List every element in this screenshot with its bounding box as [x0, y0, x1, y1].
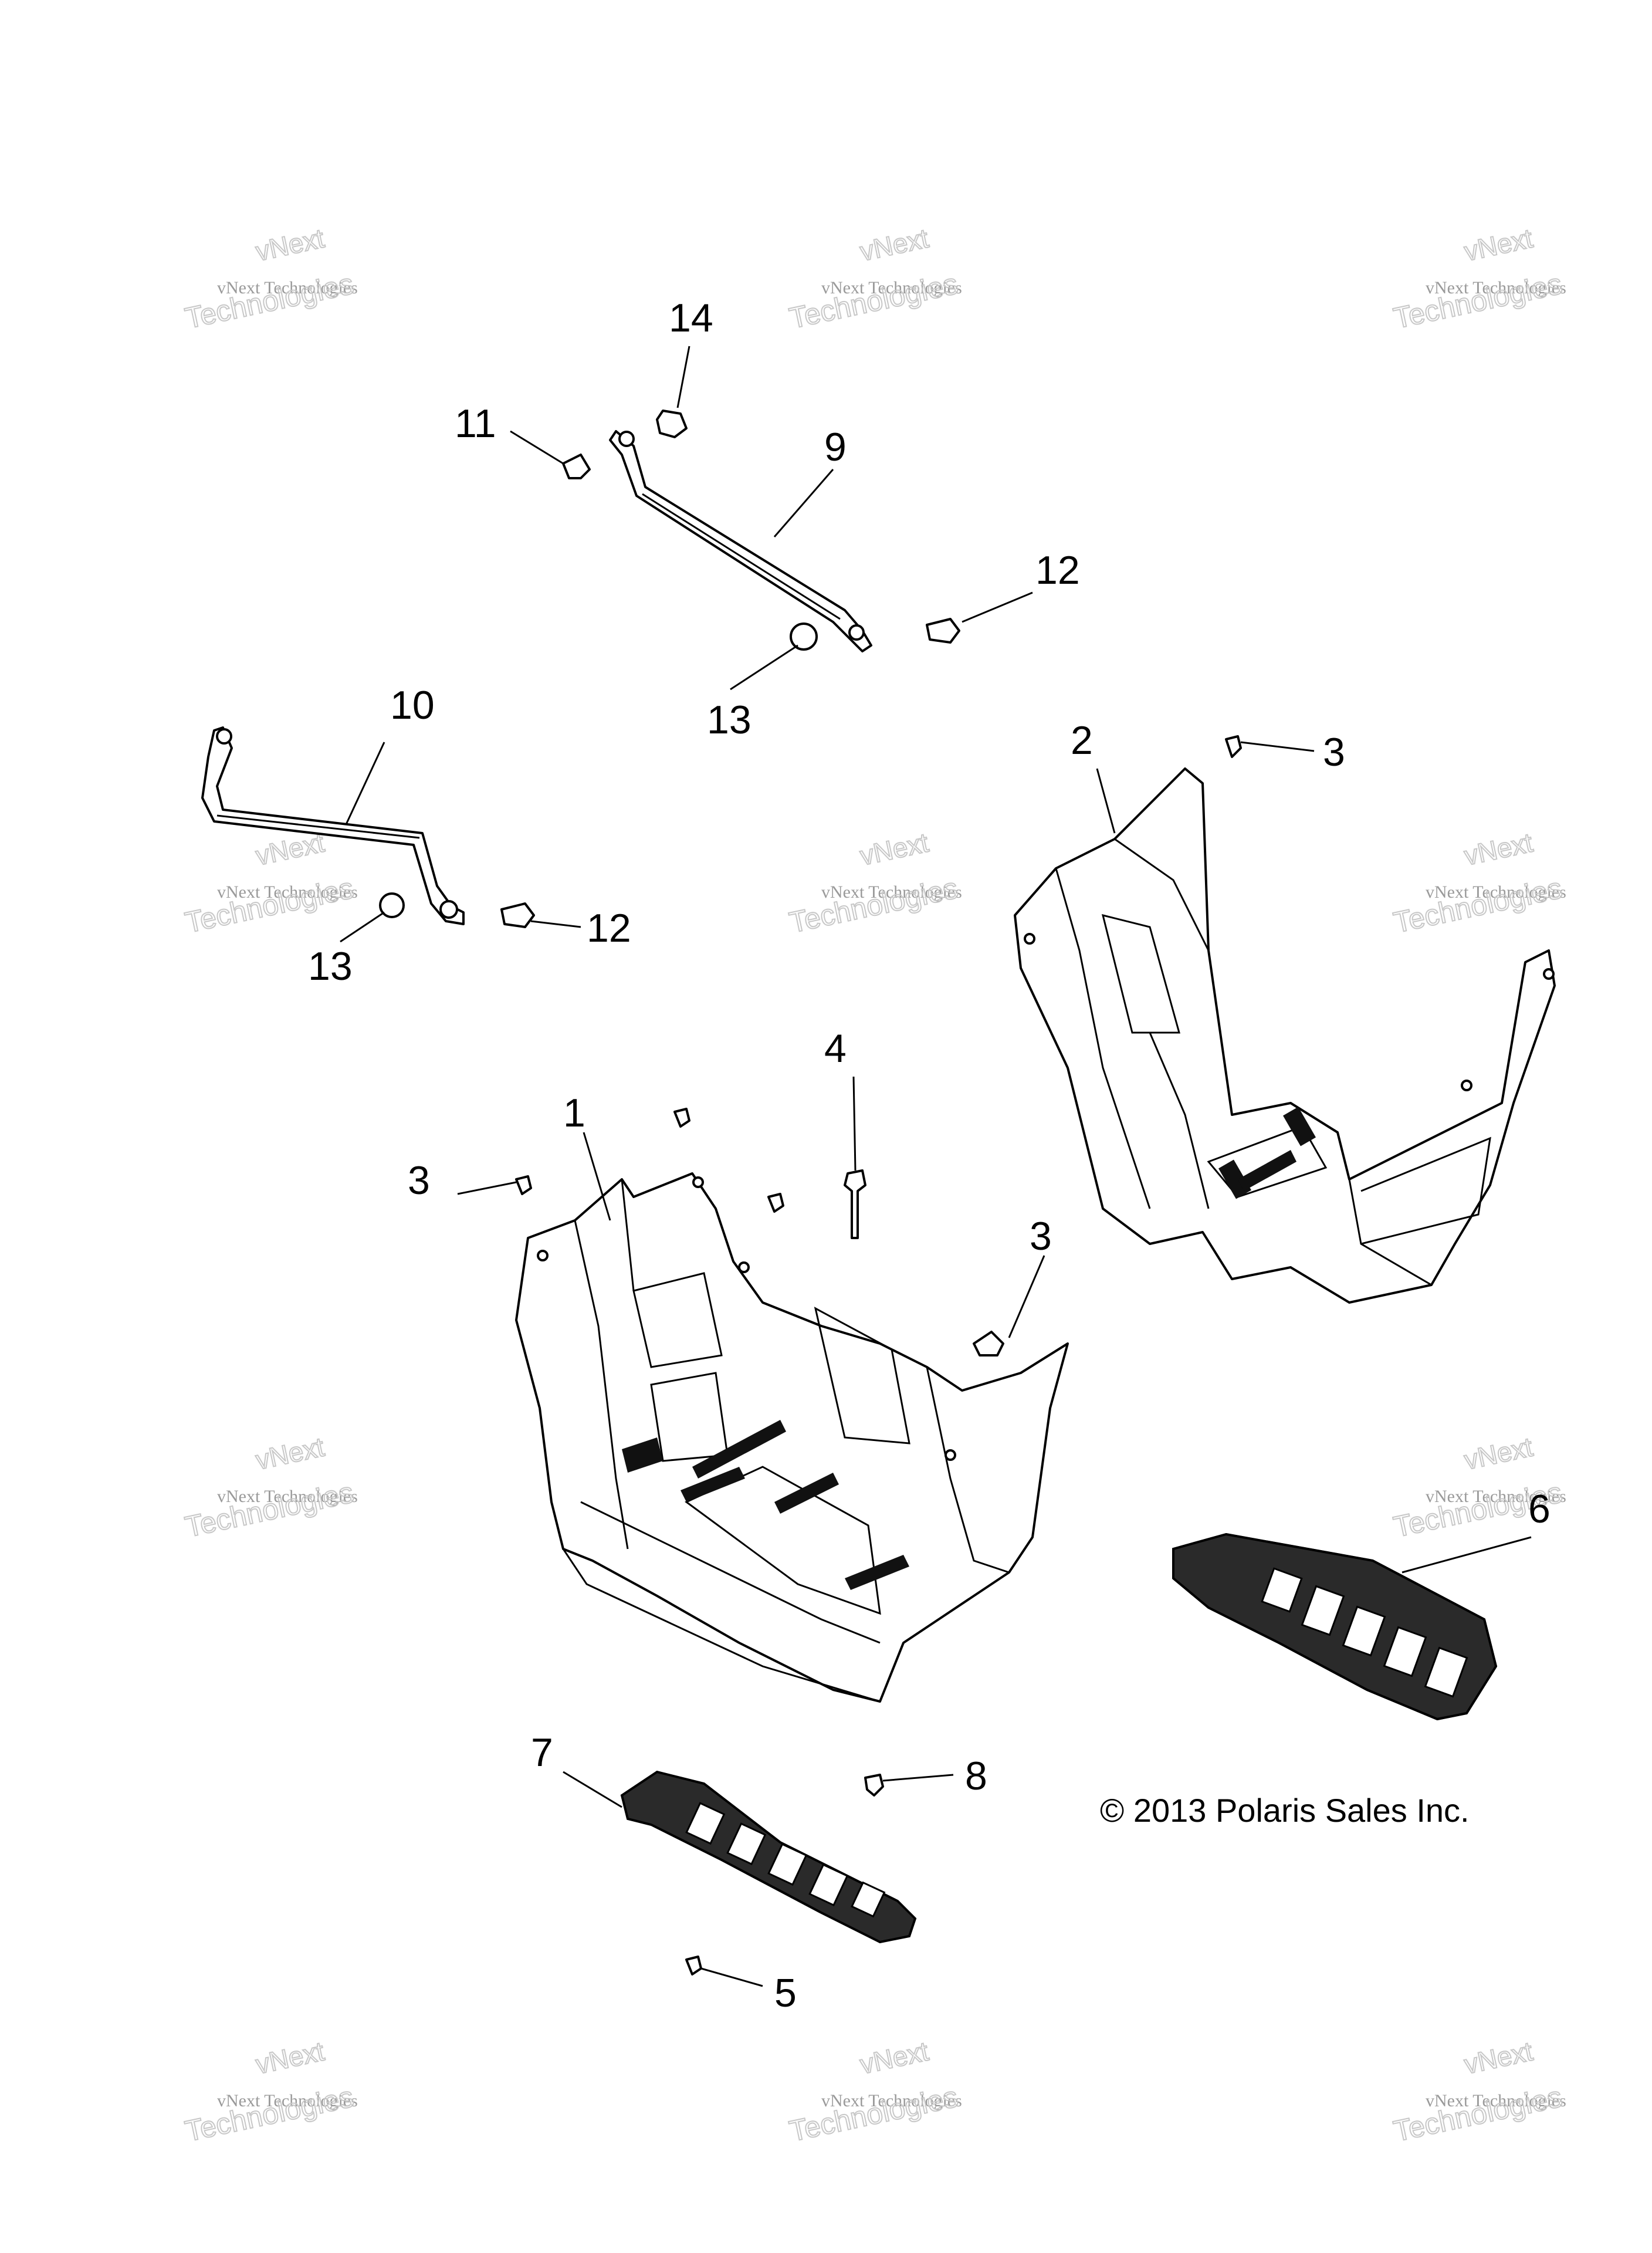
watermark: vNext vNext Technologies Technologies — [1390, 222, 1566, 335]
callout-8: 8 — [965, 1754, 987, 1798]
watermark: vNext vNext Technologies Technologies — [182, 826, 358, 939]
svg-text:vNext: vNext — [1461, 827, 1535, 871]
part-12-bolt — [500, 902, 535, 928]
watermark: vNext vNext Technologies Technologies — [182, 2035, 358, 2148]
svg-text:vNext: vNext — [1461, 2035, 1535, 2079]
part-13-washer — [790, 623, 818, 651]
callout-3: 3 — [408, 1158, 430, 1203]
part-8-fastener — [864, 1774, 884, 1797]
svg-text:vNext Technologies: vNext Technologies — [821, 2091, 962, 2110]
callout-1: 1 — [563, 1091, 585, 1135]
callout-12: 12 — [1035, 548, 1080, 593]
svg-text:vNext: vNext — [253, 2035, 327, 2079]
hardware — [379, 410, 1242, 1975]
callout-14: 14 — [669, 296, 713, 340]
svg-text:vNext: vNext — [857, 827, 931, 871]
callouts: 14 11 9 12 13 10 13 12 2 3 1 3 4 3 6 7 8… — [308, 296, 1551, 2015]
svg-text:vNext: vNext — [1461, 1431, 1535, 1475]
part-9-brace-rod — [609, 430, 872, 652]
part-3-clip — [1225, 735, 1242, 758]
watermark: vNext vNext Technologies Technologies — [786, 2035, 962, 2148]
part-3-clip — [515, 1175, 532, 1195]
svg-text:vNext Technologies: vNext Technologies — [1426, 2091, 1566, 2110]
part-1-floor-panel — [515, 1172, 1069, 1703]
part-3-clip — [673, 1108, 690, 1128]
svg-text:Technologies: Technologies — [182, 2080, 357, 2147]
part-10-brace-rod — [201, 726, 465, 925]
part-14-nut — [656, 410, 688, 438]
svg-text:Technologies: Technologies — [1391, 267, 1565, 334]
watermark: vNext vNext Technologies Technologies — [1390, 2035, 1566, 2148]
watermark: vNext vNext Technologies Technologies — [786, 826, 962, 939]
callout-3: 3 — [1030, 1214, 1052, 1259]
svg-text:Technologies: Technologies — [787, 2080, 961, 2147]
callout-9: 9 — [824, 425, 847, 469]
svg-text:vNext Technologies: vNext Technologies — [217, 882, 358, 902]
callout-13: 13 — [308, 944, 353, 989]
svg-text:Technologies: Technologies — [787, 871, 961, 939]
part-11-bolt — [562, 454, 591, 479]
part-2-floor-panel — [1014, 767, 1556, 1304]
svg-text:vNext Technologies: vNext Technologies — [217, 2091, 358, 2110]
svg-text:vNext Technologies: vNext Technologies — [217, 1487, 358, 1506]
svg-text:vNext: vNext — [253, 1431, 327, 1475]
part-3-clip — [973, 1331, 1004, 1356]
leader-lines — [340, 346, 1532, 1987]
svg-text:vNext Technologies: vNext Technologies — [821, 882, 962, 902]
svg-text:Technologies: Technologies — [1391, 871, 1565, 939]
svg-text:Technologies: Technologies — [182, 267, 357, 334]
svg-text:Technologies: Technologies — [1391, 2080, 1565, 2147]
callout-11: 11 — [455, 401, 496, 446]
svg-text:vNext: vNext — [857, 222, 931, 266]
part-5-fastener — [685, 1956, 702, 1975]
svg-text:vNext: vNext — [857, 2035, 931, 2079]
copyright-text: © 2013 Polaris Sales Inc. — [1100, 1792, 1470, 1829]
watermark: vNext vNext Technologies Technologies — [1390, 826, 1566, 939]
part-13-washer — [379, 892, 405, 918]
watermark: vNext vNext Technologies Technologies — [182, 222, 358, 335]
part-7-footrest — [620, 1770, 917, 1944]
svg-text:vNext: vNext — [253, 222, 327, 266]
watermark: vNext vNext Technologies Technologies — [786, 222, 962, 335]
svg-text:Technologies: Technologies — [182, 1476, 357, 1543]
svg-text:vNext Technologies: vNext Technologies — [1426, 278, 1566, 297]
watermark: vNext vNext Technologies Technologies — [182, 1430, 358, 1544]
part-4-fastener — [844, 1169, 866, 1239]
callout-2: 2 — [1071, 718, 1093, 763]
callout-5: 5 — [774, 1971, 797, 2015]
callout-10: 10 — [390, 683, 435, 728]
part-6-footrest — [1172, 1533, 1498, 1721]
callout-13: 13 — [707, 698, 751, 742]
callout-6: 6 — [1528, 1487, 1551, 1531]
svg-text:vNext: vNext — [1461, 222, 1535, 266]
callout-4: 4 — [824, 1026, 847, 1071]
part-3-clip — [767, 1193, 784, 1213]
svg-text:Technologies: Technologies — [182, 871, 357, 939]
svg-text:vNext Technologies: vNext Technologies — [821, 278, 962, 297]
svg-text:vNext Technologies: vNext Technologies — [217, 278, 358, 297]
callout-3: 3 — [1323, 730, 1345, 774]
callout-12: 12 — [587, 906, 631, 950]
callout-7: 7 — [531, 1730, 553, 1775]
svg-text:vNext Technologies: vNext Technologies — [1426, 1487, 1566, 1506]
part-12-bolt — [926, 618, 960, 644]
svg-text:Technologies: Technologies — [787, 267, 961, 334]
svg-text:vNext Technologies: vNext Technologies — [1426, 882, 1566, 902]
